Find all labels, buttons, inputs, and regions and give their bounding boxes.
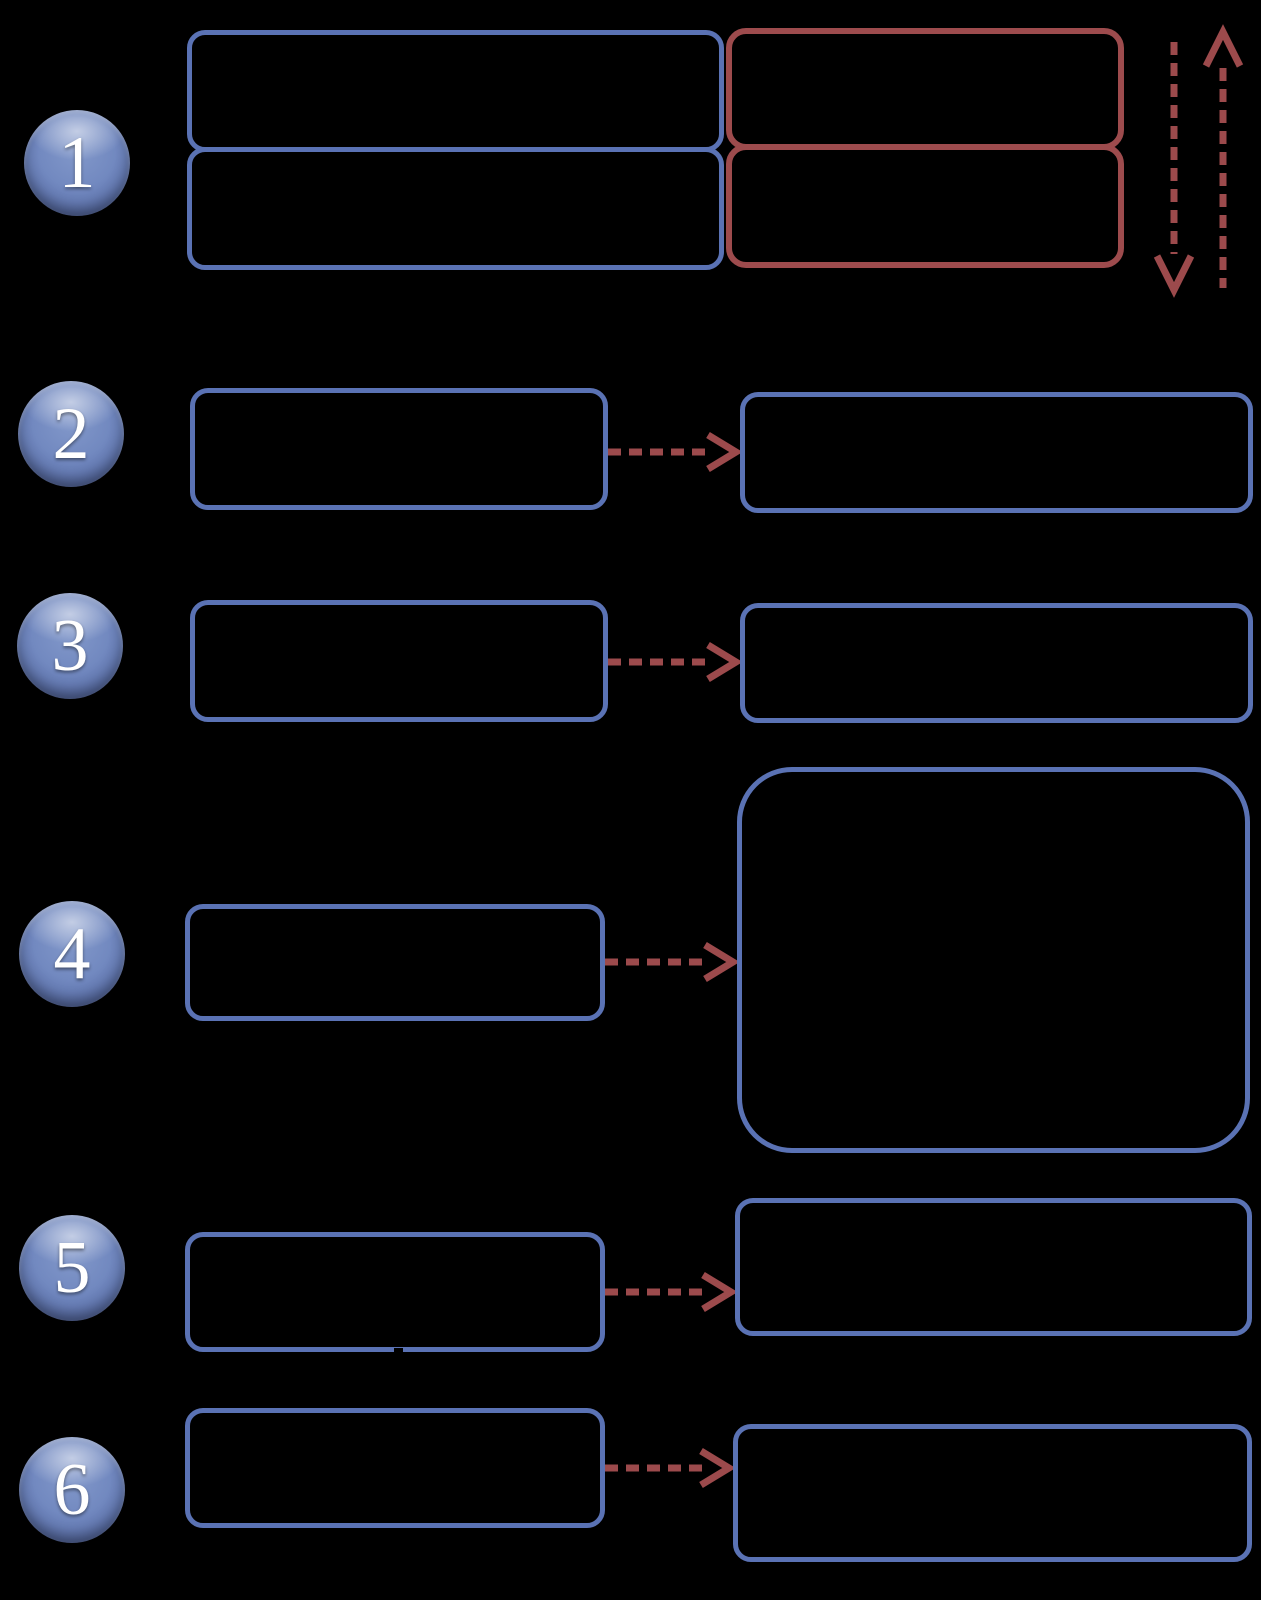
dashed-arrow-down-icon [1153,42,1195,298]
step-2-number: 2 [52,393,90,475]
step-2-badge: 2 [18,381,124,487]
step-6-source-box [185,1408,605,1528]
step-1-number: 1 [58,122,96,204]
step-5-target-box [735,1198,1252,1336]
step-4-number: 4 [53,913,91,995]
dashed-arrow-right-icon [605,1272,738,1312]
step-5-source-box [185,1232,605,1352]
dashed-arrow-right-icon [605,942,740,982]
step-3-number: 3 [51,605,89,687]
step-1-box-left-top [187,30,724,152]
step-5-badge: 5 [19,1215,125,1321]
step-6-number: 6 [53,1449,91,1531]
artifact-dot [394,1348,403,1354]
step-4-source-box [185,904,605,1021]
step-1-box-right-top [726,28,1124,150]
dashed-arrow-right-icon [608,432,743,472]
step-6-badge: 6 [19,1437,125,1543]
step-3-target-box [740,603,1253,723]
step-1-box-right-bottom [726,144,1124,268]
step-5-number: 5 [53,1227,91,1309]
dashed-arrow-right-icon [605,1448,736,1488]
dashed-arrow-right-icon [608,642,743,682]
step-2-source-box [190,388,608,510]
step-2-target-box [740,392,1253,513]
step-4-detail-box [737,767,1250,1153]
step-1-badge: 1 [24,110,130,216]
step-3-source-box [190,600,608,722]
step-1-box-left-bottom [187,147,724,270]
step-4-badge: 4 [19,901,125,1007]
step-6-target-box [733,1424,1252,1562]
step-3-badge: 3 [17,593,123,699]
dashed-arrow-up-icon [1202,24,1244,288]
